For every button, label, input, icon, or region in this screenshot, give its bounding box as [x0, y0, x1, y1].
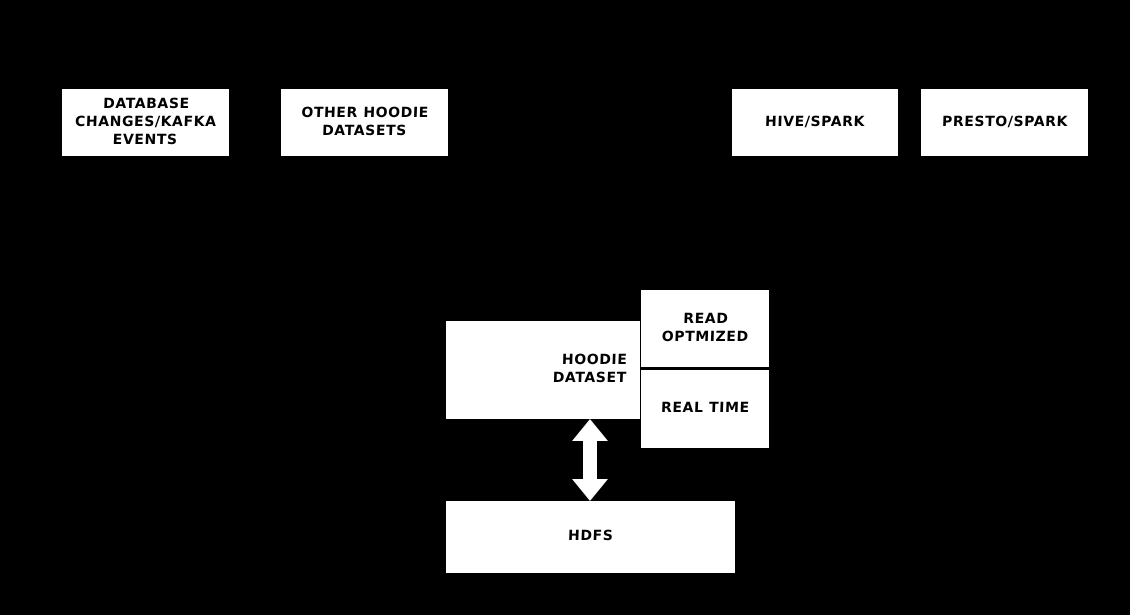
node-label-hoodie-dataset: Hoodie Dataset — [552, 352, 628, 386]
node-hdfs[interactable]: HDFS — [446, 501, 735, 573]
view-label-read-optimized: Read Optmized — [660, 310, 749, 345]
node-database-changes-kafka-events[interactable]: Database Changes/Kafka Events — [62, 89, 229, 156]
double-headed-vertical-arrow-icon — [572, 419, 608, 501]
node-hive-spark[interactable]: Hive/Spark — [732, 89, 898, 156]
node-presto-spark[interactable]: Presto/Spark — [921, 89, 1088, 156]
views-panel: Read Optmized Real Time — [641, 290, 769, 448]
view-label-real-time: Real Time — [660, 400, 750, 417]
node-label-hdfs: HDFS — [567, 528, 614, 545]
node-label-other-hoodie-datasets: Other Hoodie Datasets — [300, 104, 429, 139]
node-other-hoodie-datasets[interactable]: Other Hoodie Datasets — [281, 89, 448, 156]
view-real-time[interactable]: Real Time — [641, 370, 769, 448]
node-hoodie-dataset[interactable]: Hoodie Dataset — [446, 321, 640, 419]
node-label-database-changes-kafka-events: Database Changes/Kafka Events — [74, 95, 217, 148]
view-read-optimized[interactable]: Read Optmized — [641, 290, 769, 370]
node-label-hive-spark: Hive/Spark — [764, 113, 866, 130]
node-label-presto-spark: Presto/Spark — [941, 113, 1068, 130]
